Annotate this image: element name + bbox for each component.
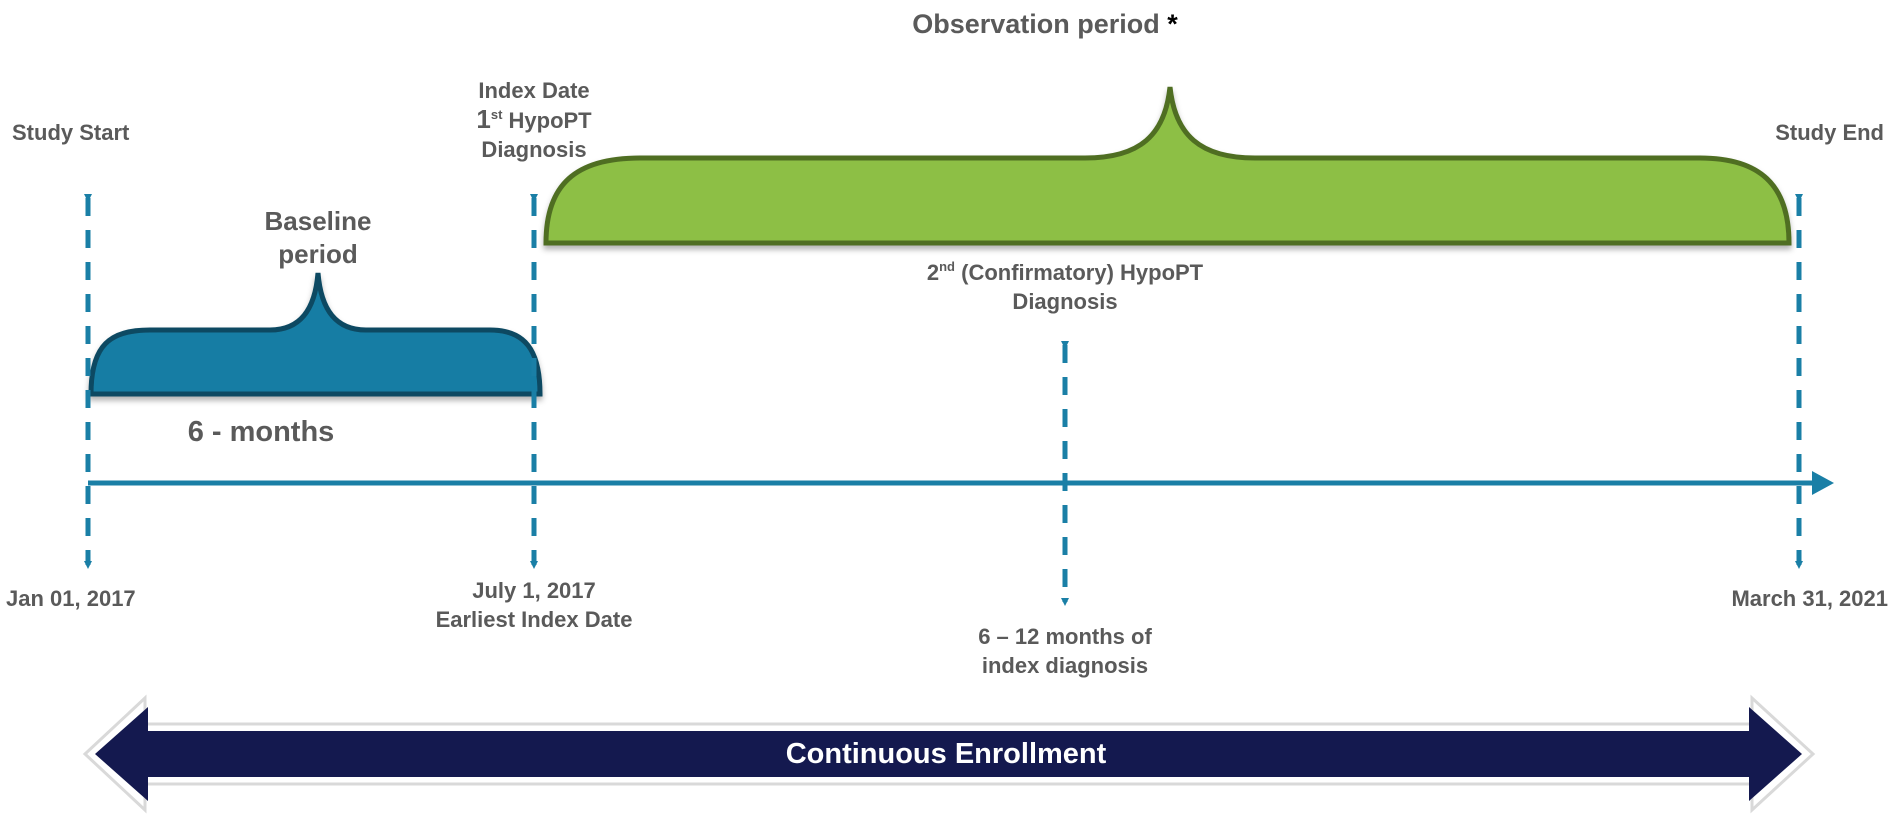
ordinal-number: 1 <box>476 104 491 134</box>
confirmatory-line2: Diagnosis <box>1012 289 1118 314</box>
confirmatory-line1: 2nd (Confirmatory) HypoPT <box>927 258 1203 287</box>
timeline-arrowhead <box>1812 471 1834 495</box>
study-start-date: Jan 01, 2017 <box>6 586 136 611</box>
observation-brace <box>543 86 1792 246</box>
index-date-line3: Diagnosis <box>481 137 587 162</box>
baseline-brace <box>88 272 543 397</box>
study-start-label: Study Start <box>12 120 130 145</box>
index-date-value: July 1, 2017 <box>472 578 596 603</box>
footnote-marker: * <box>1167 9 1178 39</box>
study-end-date: March 31, 2021 <box>1731 586 1888 611</box>
baseline-line1: Baseline <box>264 206 372 236</box>
study-end-label: Study End <box>1775 120 1884 145</box>
index-date-date: July 1, 2017 Earliest Index Date <box>436 576 633 634</box>
index-date-line2-text: HypoPT <box>502 108 592 133</box>
observation-period-title: Observation period * <box>912 8 1178 40</box>
baseline-period-label: Baseline period <box>265 205 372 271</box>
index-date-note: Earliest Index Date <box>435 607 633 632</box>
window-line2: index diagnosis <box>981 653 1149 678</box>
confirmatory-line1-text: (Confirmatory) HypoPT <box>955 260 1204 285</box>
window-line1: 6 – 12 months of <box>978 624 1152 649</box>
index-date-line2: 1st HypoPT <box>476 105 591 135</box>
observation-period-label: Observation period <box>912 9 1160 39</box>
ordinal-suffix: st <box>490 107 503 122</box>
baseline-duration: 6 - months <box>187 416 335 448</box>
index-date-line1: Index Date <box>478 78 590 103</box>
ordinal-suffix: nd <box>939 259 956 274</box>
confirmatory-diagnosis-label: 2nd (Confirmatory) HypoPT Diagnosis <box>927 258 1203 316</box>
ordinal-number: 2 <box>926 260 940 285</box>
index-date-label: Index Date 1st HypoPT Diagnosis <box>476 76 591 164</box>
continuous-enrollment-arrow <box>82 694 1816 814</box>
confirmatory-window: 6 – 12 months of index diagnosis <box>978 622 1152 680</box>
continuous-enrollment-label: Continuous Enrollment <box>785 738 1107 770</box>
baseline-line2: period <box>278 239 358 269</box>
